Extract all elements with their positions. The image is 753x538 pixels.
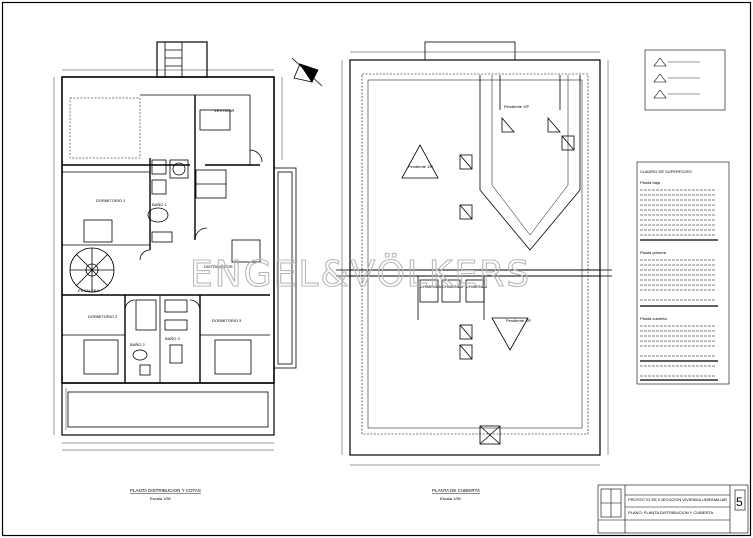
table-section: Planta primera (640, 250, 667, 255)
left-plan-labels: DORMITORIO 1 DORMITORIO 2 DORMITORIO 3 B… (78, 108, 242, 347)
left-plan-caption: PLANTA DISTRIBUCION Y COTAS (130, 488, 201, 493)
room-label: DORMITORIO 3 (212, 318, 242, 323)
chimney-label: CHIMENEA (466, 284, 487, 289)
table-section: Planta cubierta (640, 316, 667, 321)
chimney-label: CHIMENEA (442, 284, 463, 289)
table-section: Planta baja (640, 180, 661, 185)
slope-label: Pendiente 15º (408, 164, 434, 169)
room-label: BAÑO 1 (152, 202, 167, 207)
room-label: BAÑO 2 (130, 342, 145, 347)
watermark-logo: ENGEL&VÖLKERS (190, 253, 531, 295)
room-label: VESTIDOR (214, 108, 235, 113)
north-arrow-icon (291, 57, 323, 87)
room-label: ESCALERA (78, 288, 100, 293)
room-label: BAÑO 3 (165, 336, 180, 341)
project-title: PROYECTO DE EJECUCION VIVIENDA UNIFAMILI… (628, 497, 727, 502)
slope-label: Pendiente 15º (506, 318, 532, 323)
plan-title: PLANO: PLANTA DISTRIBUCION Y CUBIERTA (628, 510, 714, 515)
slope-label: Pendiente 15º (504, 104, 530, 109)
room-label: DISTRIBUIDOR (204, 264, 233, 269)
right-plan-caption: PLANTA DE CUBIERTA (432, 488, 480, 493)
table-title: CUADRO DE SUPERFICIES (640, 169, 692, 174)
room-label: DORMITORIO 2 (88, 314, 118, 319)
chimney-label: CHIMENEA (420, 284, 441, 289)
roof-plan-labels: Pendiente 15º Pendiente 15º Pendiente 15… (408, 104, 532, 323)
right-plan-scale: Escala 1/50 (440, 496, 462, 501)
floor-plan-left (53, 41, 297, 451)
room-label: DORMITORIO 1 (96, 198, 126, 203)
sheet-number: 5 (736, 495, 743, 509)
slope-legend-box (644, 49, 726, 111)
roof-plan-right (336, 41, 612, 466)
surface-table: CUADRO DE SUPERFICIES Planta baja Planta… (636, 161, 730, 385)
left-plan-scale: Escala 1/50 (150, 496, 172, 501)
title-block (597, 484, 749, 534)
